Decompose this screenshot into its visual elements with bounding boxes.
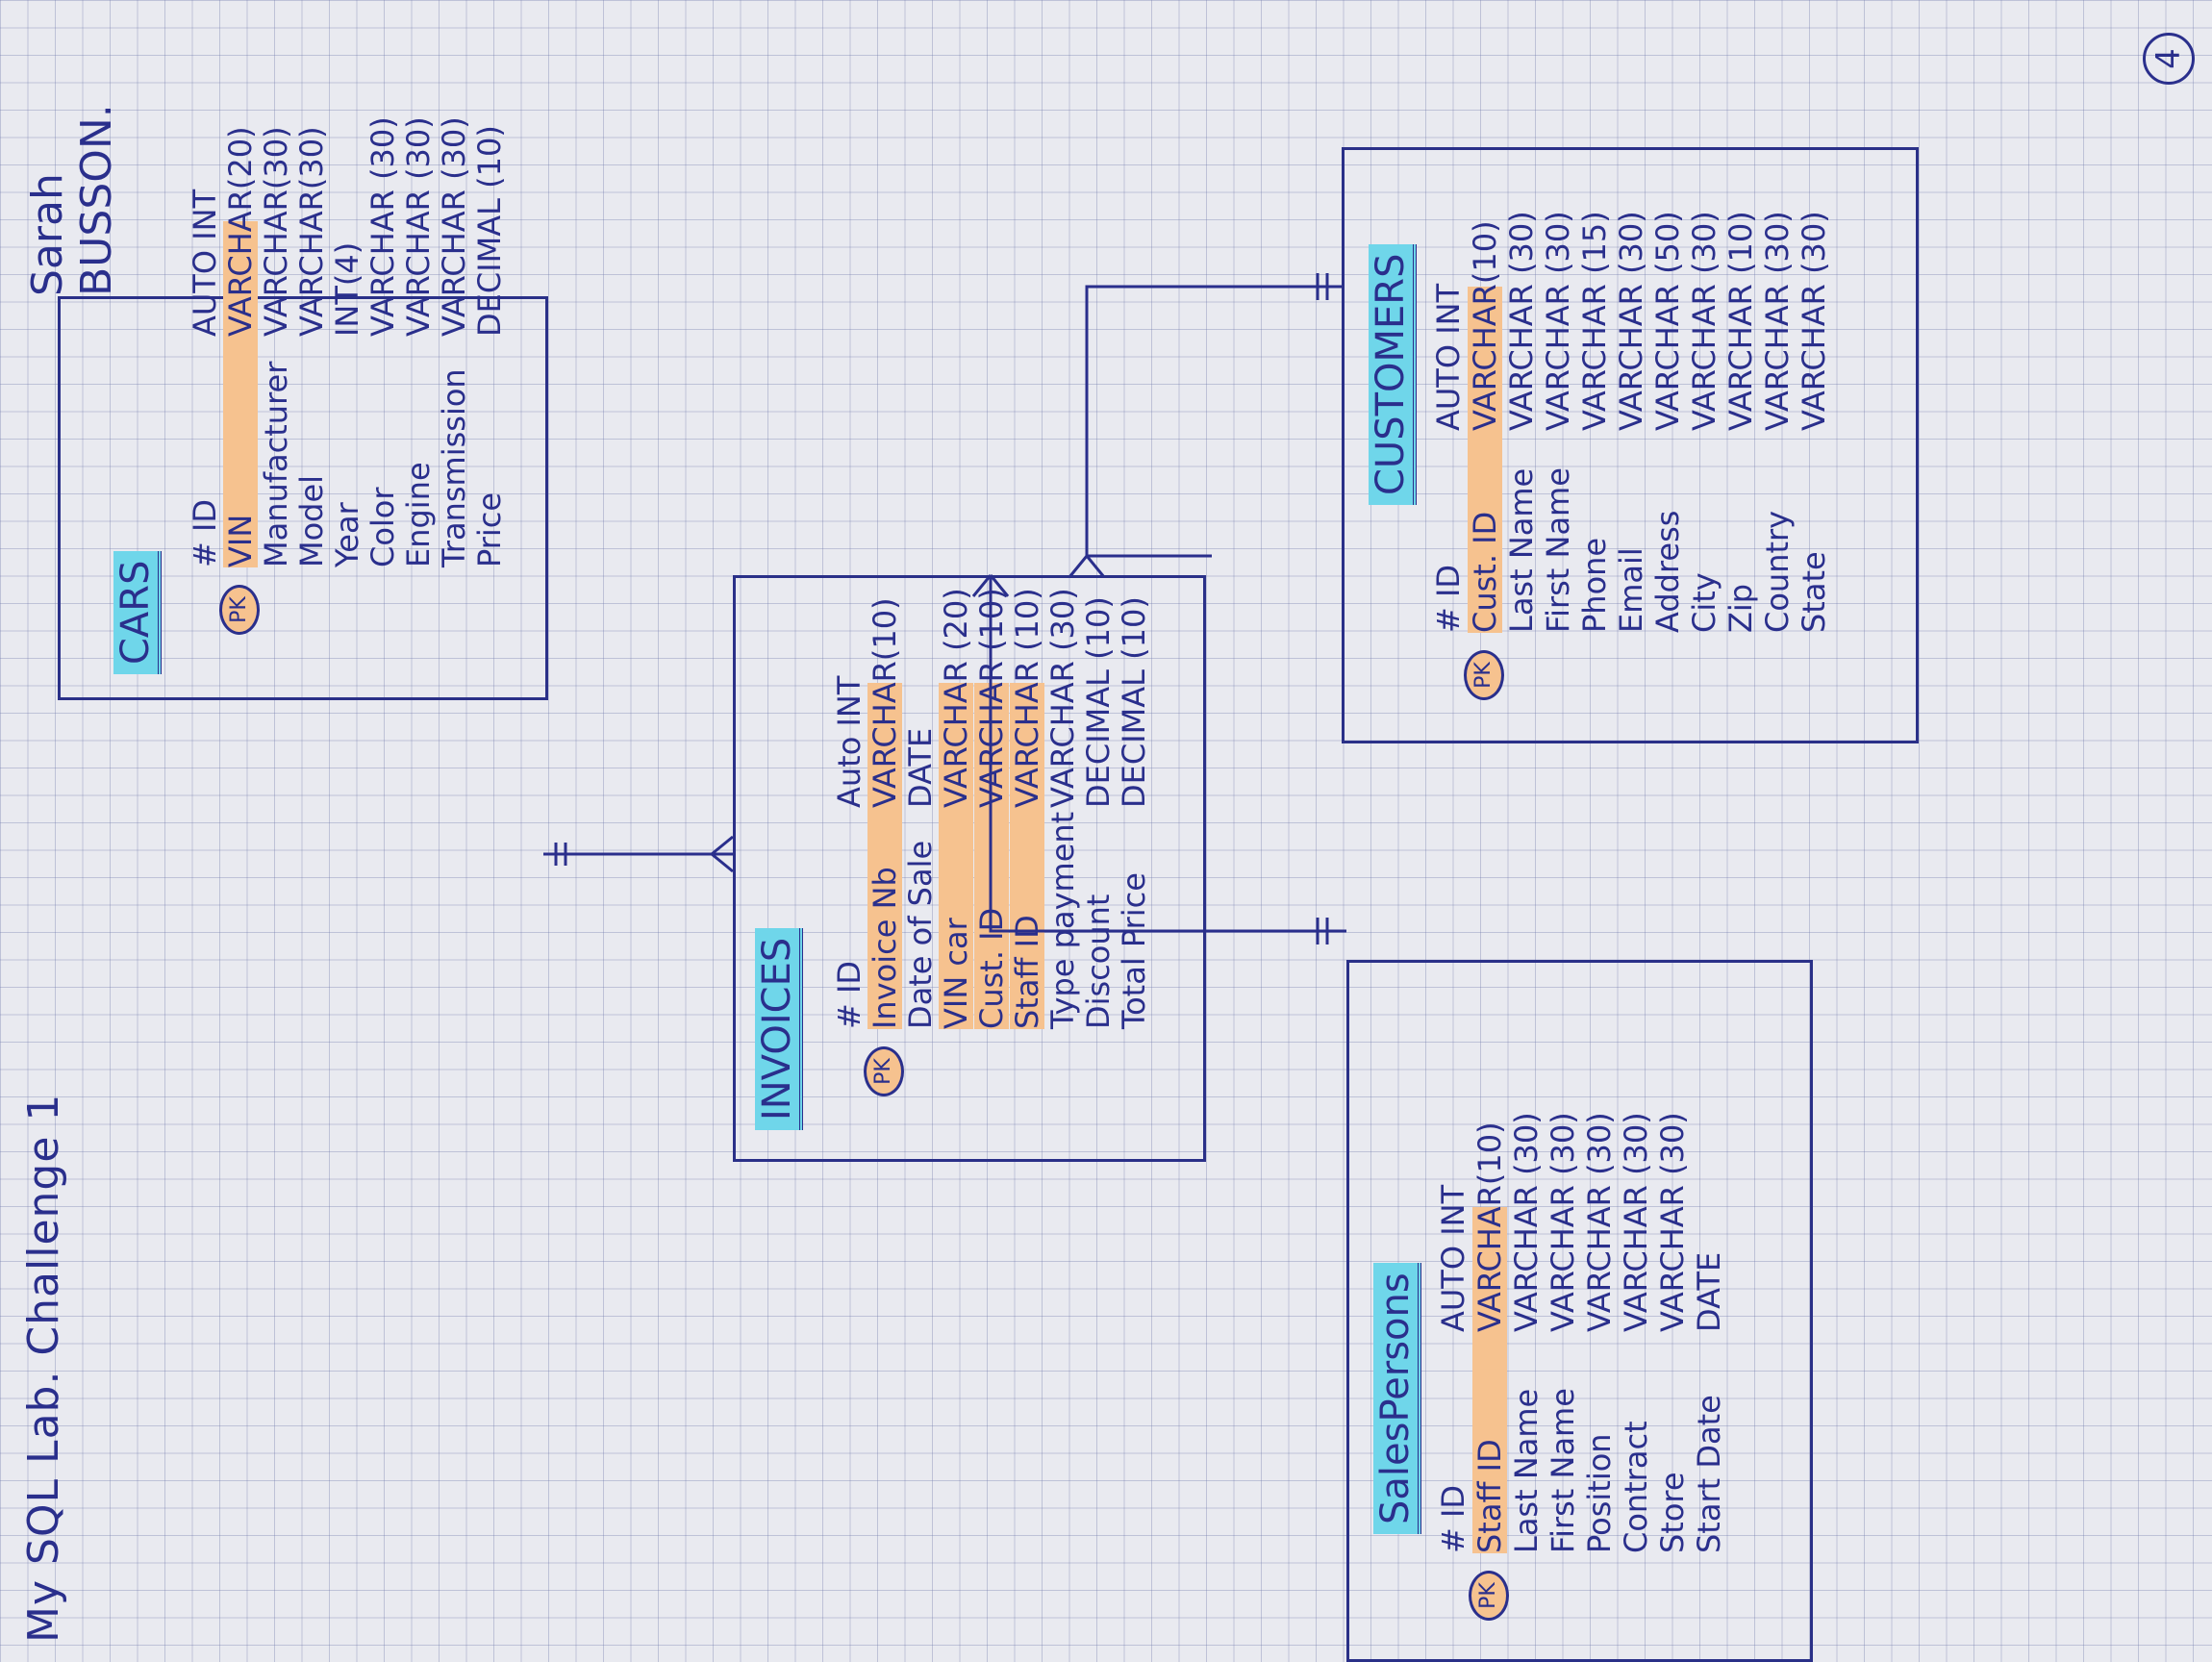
relation-customers-invoices	[1068, 273, 1342, 578]
relation-salespersons-invoices	[971, 554, 1346, 944]
relation-cars-invoices	[543, 835, 734, 873]
